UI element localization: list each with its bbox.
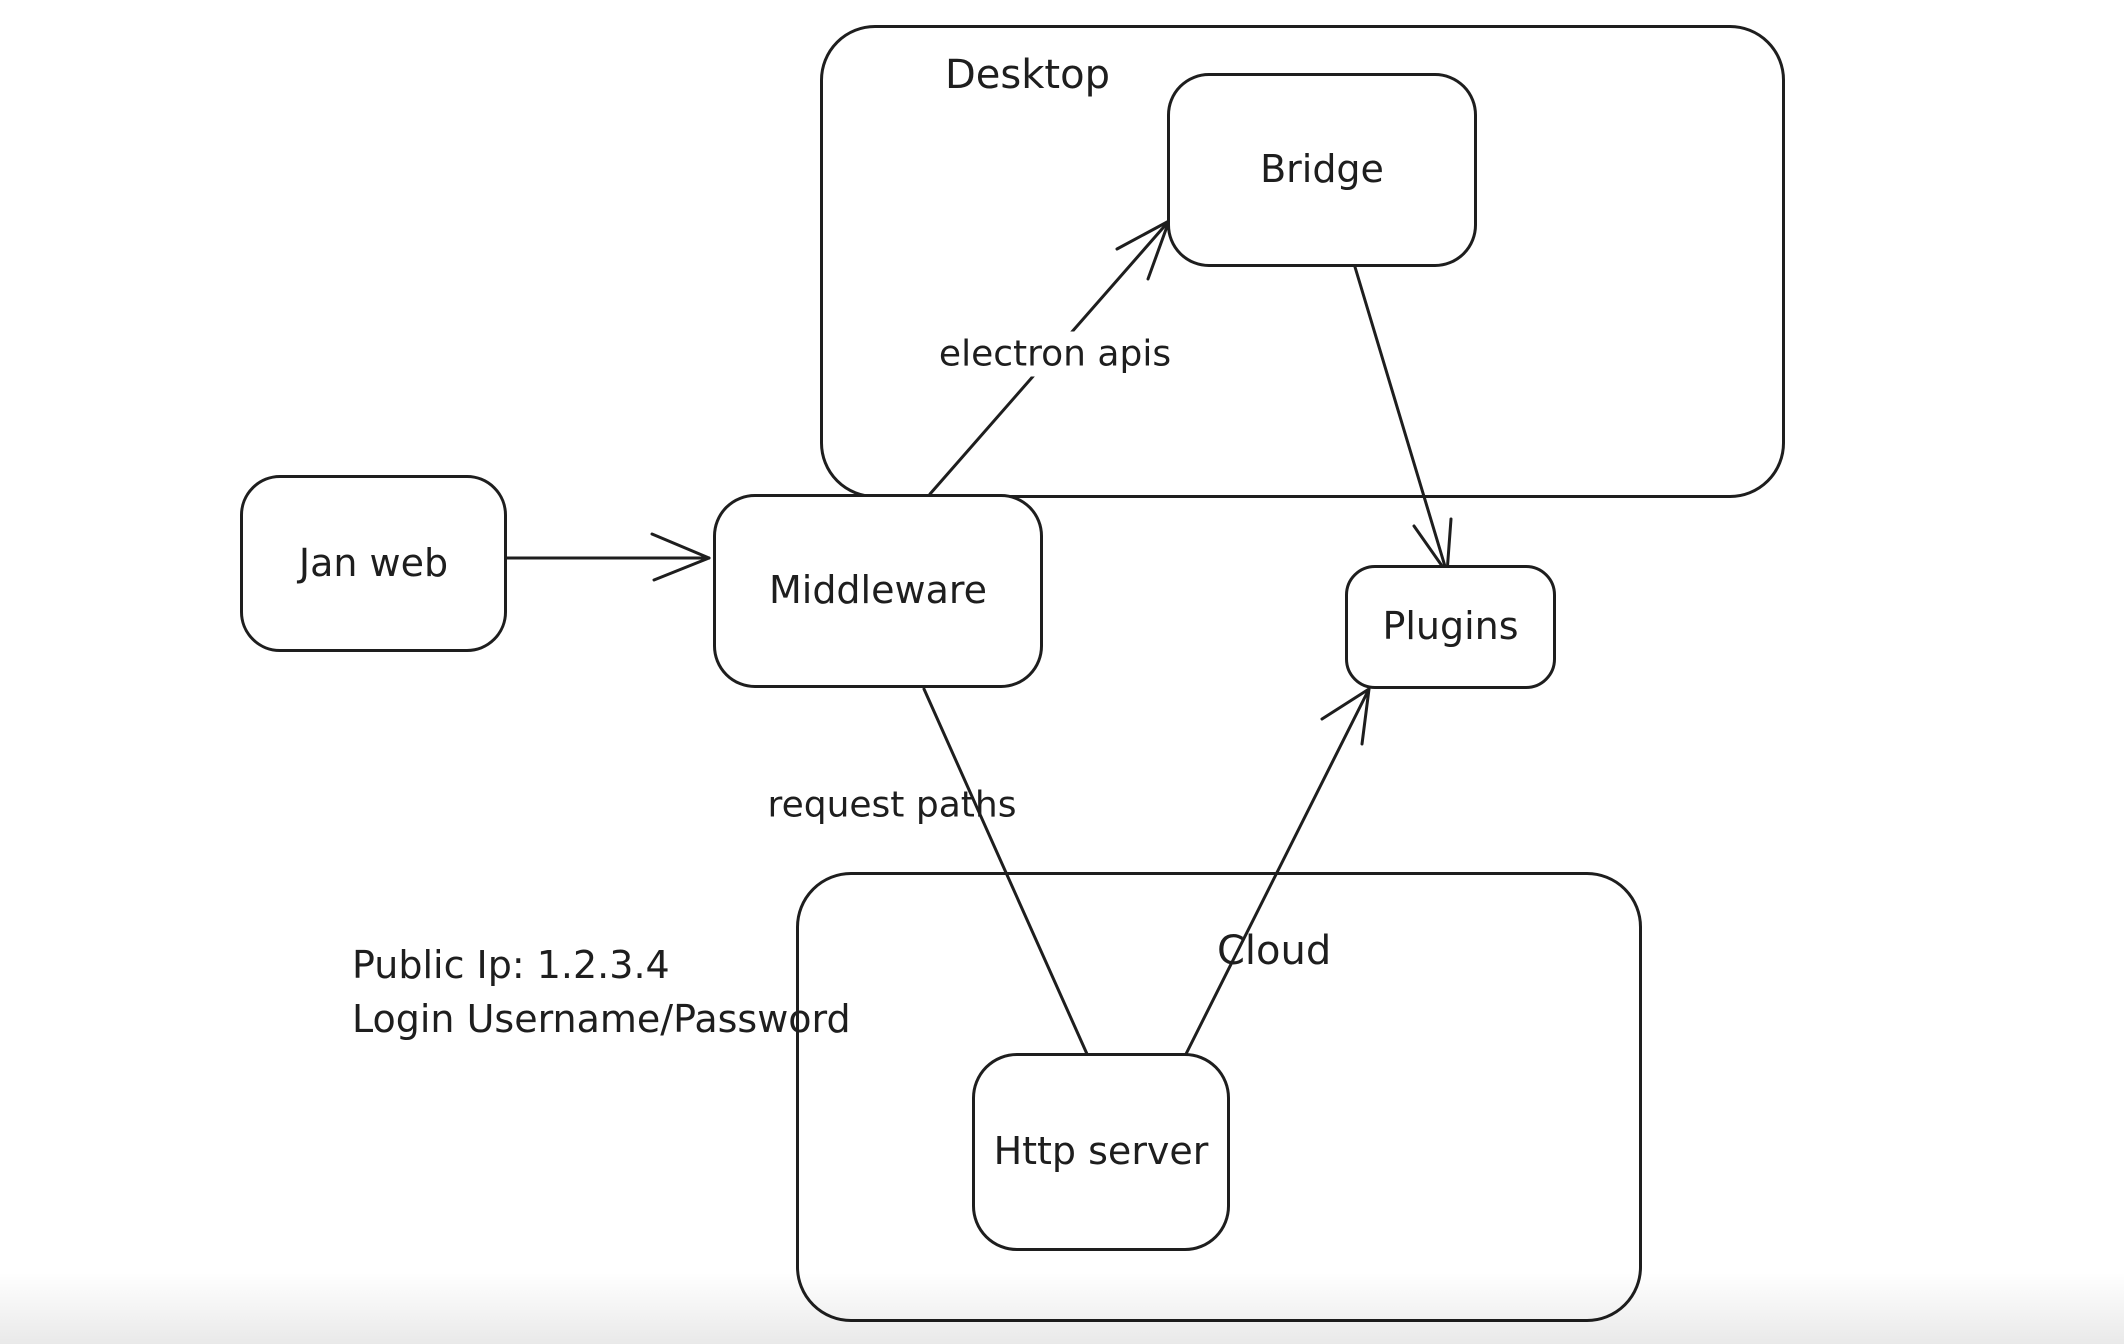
arrowhead-jan-web-to-middleware [650,532,711,582]
cloud-group-container [796,872,1642,1322]
desktop-group-label: Desktop [945,52,1110,98]
node-middleware-label: Middleware [768,568,988,613]
arrow-bridge-to-plugins [1353,265,1449,575]
node-jan-web-label: Jan web [298,540,449,585]
edge-label-electron-apis: electron apis [928,331,1182,377]
arrowhead-http-server-to-plugins [1320,687,1371,746]
node-plugins: Plugins [1345,565,1556,689]
node-http-server-label: Http server [993,1129,1209,1174]
node-bridge: Bridge [1167,73,1477,267]
arrowhead-middleware-to-bridge [1115,219,1171,281]
annotation-public-ip: Public Ip: 1.2.3.4 [352,943,670,987]
node-middleware: Middleware [713,494,1043,688]
node-http-server: Http server [972,1053,1230,1251]
node-bridge-label: Bridge [1260,147,1384,192]
node-plugins-label: Plugins [1382,604,1519,649]
cloud-group-label: Cloud [1217,928,1332,974]
edge-label-request-paths: request paths [767,784,1017,826]
node-jan-web: Jan web [240,475,507,652]
desktop-group-container [820,25,1785,498]
line-middleware-to-http-server [922,687,1089,1056]
annotation-login: Login Username/Password [352,997,851,1041]
arrow-http-server-to-plugins [1184,687,1371,1056]
annotation-note: Public Ip: 1.2.3.4 Login Username/Passwo… [352,938,851,1046]
